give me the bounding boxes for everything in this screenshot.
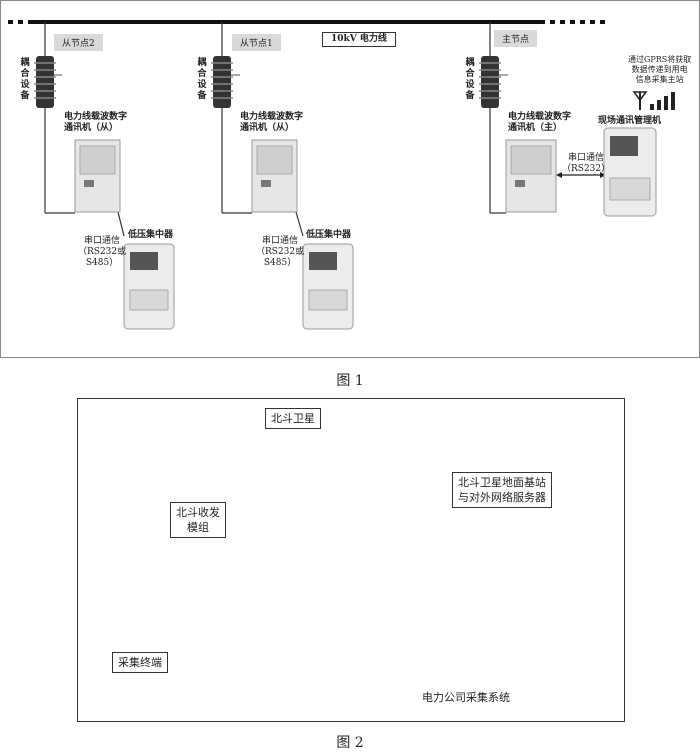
modem-label-3: 电力线载波数字 通讯机（主） xyxy=(508,112,571,134)
serial-label-3-line-1: 串口通信 xyxy=(568,153,605,163)
coupler-icon-1 xyxy=(34,56,56,108)
serial-label-1-line-3: S485） xyxy=(85,258,119,268)
node-tag-2: 从节点1 xyxy=(232,34,281,51)
modem-label-1-line-1: 电力线载波数字 xyxy=(64,112,128,122)
serial-label-2: 串口通信 （RS232或 S485） xyxy=(256,236,304,269)
serial-link-2 xyxy=(295,211,304,237)
modem-label-1: 电力线载波数字 通讯机（从） xyxy=(64,112,127,134)
serial-label-1-line-2: （RS232或 xyxy=(78,247,127,257)
modem-label-2-line-1: 电力线载波数字 xyxy=(240,112,304,122)
serial-label-3-line-2: （RS232） xyxy=(562,164,611,174)
serial-label-2-line-1: 串口通信 xyxy=(262,236,299,246)
gprs-note-line-3: 信息采集主站 xyxy=(635,75,684,84)
coupler-icon-2 xyxy=(211,56,233,108)
modem-label-2-line-2: 通讯机（从） xyxy=(240,123,295,133)
figure-2-panel xyxy=(77,398,625,722)
ground-station-label-line-2: 与对外网络服务器 xyxy=(458,491,546,504)
company-system-label: 电力公司采集系统 xyxy=(422,691,510,704)
modem-icon-1 xyxy=(74,139,121,213)
signal-bars-icon xyxy=(632,91,675,110)
node-tag-3: 主节点 xyxy=(494,30,538,47)
beidou-satellite-label: 北斗卫星 xyxy=(265,408,321,429)
concentrator-icon-2 xyxy=(302,243,354,330)
modem-icon-3 xyxy=(505,139,557,213)
figure-1-caption: 图 1 xyxy=(336,373,364,389)
manager-icon xyxy=(603,127,657,217)
serial-label-1-line-1: 串口通信 xyxy=(84,236,121,246)
terminal-label: 采集终端 xyxy=(112,652,168,673)
coupler-icon-3 xyxy=(479,56,501,108)
coupler-label-2: 耦合设备 xyxy=(197,58,207,101)
concentrator-icon-1 xyxy=(123,243,175,330)
serial-label-2-line-2: （RS232或 xyxy=(256,247,305,257)
serial-label-1: 串口通信 （RS232或 S485） xyxy=(78,236,126,269)
beidou-module-label: 北斗收发 模组 xyxy=(170,502,226,538)
node-tag-1: 从节点2 xyxy=(54,34,103,51)
modem-icon-2 xyxy=(251,139,298,213)
gprs-note: 通过GPRS将获取 数据传递到用电 信息采集主站 xyxy=(628,55,691,85)
beidou-module-label-line-1: 北斗收发 xyxy=(176,506,220,519)
ground-station-label: 北斗卫星地面基站 与对外网络服务器 xyxy=(452,472,552,508)
power-line-label: 10kV 电力线 xyxy=(322,32,396,47)
serial-label-3: 串口通信 （RS232） xyxy=(562,153,610,175)
modem-label-3-line-1: 电力线载波数字 xyxy=(508,112,572,122)
coupler-label-3: 耦合设备 xyxy=(465,58,475,101)
concentrator-label-1: 低压集中器 xyxy=(128,230,174,240)
ground-station-label-line-1: 北斗卫星地面基站 xyxy=(458,476,546,489)
figure-2-caption: 图 2 xyxy=(336,735,364,751)
gprs-note-line-2: 数据传递到用电 xyxy=(631,65,688,74)
manager-label: 现场通讯管理机 xyxy=(598,116,662,126)
modem-label-3-line-2: 通讯机（主） xyxy=(508,123,563,133)
serial-link-1 xyxy=(117,211,125,237)
coupler-label-1: 耦合设备 xyxy=(20,58,30,101)
modem-label-1-line-2: 通讯机（从） xyxy=(64,123,119,133)
modem-label-2: 电力线载波数字 通讯机（从） xyxy=(240,112,303,134)
serial-label-2-line-3: S485） xyxy=(263,258,297,268)
concentrator-label-2: 低压集中器 xyxy=(306,230,352,240)
beidou-module-label-line-2: 模组 xyxy=(187,521,209,534)
gprs-note-line-1: 通过GPRS将获取 xyxy=(628,55,692,64)
